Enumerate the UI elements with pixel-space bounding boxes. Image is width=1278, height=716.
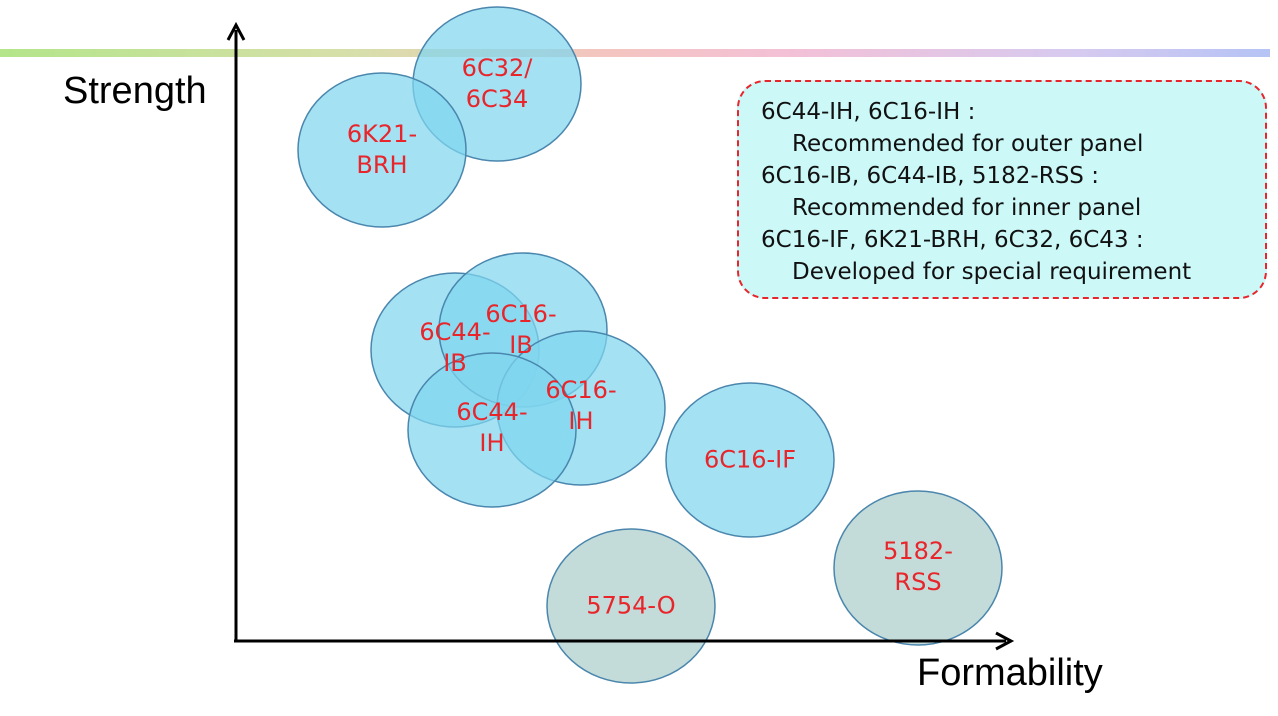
bubble-label-line: IB (443, 349, 467, 377)
legend-group: 6C16-IB, 6C44-IB, 5182-RSS : (761, 163, 1099, 189)
bubble-label-line: 6C34 (465, 85, 529, 113)
bubble-label-line: 5754-O (586, 591, 676, 620)
legend-description: Developed for special requirement (792, 259, 1192, 285)
bubble-layer (297, 6, 1003, 684)
legend-group: 6C16-IF, 6K21-BRH, 6C32, 6C43 : (761, 227, 1144, 253)
bubble-label-5754-o: 5754-O (586, 591, 675, 622)
bubble-label-5182-rss: 5182- RSS (883, 536, 953, 598)
bubble-label-6c44-ih: 6C44- IH (456, 397, 527, 459)
bubble-5182-rss (833, 490, 1003, 646)
bubble-label-line: 5182- (883, 537, 953, 565)
bubble-6c44-ih (407, 352, 577, 508)
y-axis-arrowhead (226, 21, 246, 41)
bubble-label-6c16-if: 6C16-IF (704, 445, 796, 476)
bubble-label-6c32-6c34: 6C32/6C34 (462, 53, 533, 115)
bubble-label-6c16-ib: 6C16- IB (485, 299, 556, 361)
header-gradient-bar (0, 49, 1270, 57)
bubble-label-line: BRH (356, 151, 408, 179)
bubble-label-line: IH (568, 407, 594, 435)
bubble-label-line: 6C32/ (461, 54, 533, 82)
legend-box: 6C44-IH, 6C16-IH : Recommended for outer … (737, 80, 1267, 299)
bubble-label-line: 6C44- (419, 318, 491, 346)
bubble-label-6c16-ih: 6C16- IH (545, 375, 616, 437)
bubble-label-line: 6C16- (485, 300, 557, 328)
x-axis-title: Formability (917, 652, 1103, 694)
bubble-6c16-if (665, 382, 835, 538)
bubble-label-line: IB (509, 331, 533, 359)
bubble-label-line: RSS (894, 568, 942, 596)
legend-description: Recommended for outer panel (792, 131, 1144, 157)
bubble-label-line: 6C44- (456, 398, 528, 426)
bubble-5754-o (546, 528, 716, 684)
legend-group: 6C44-IH, 6C16-IH : (761, 99, 976, 125)
bubble-label-line: 6C16-IF (703, 445, 797, 474)
bubble-label-line: 6C16- (545, 376, 617, 404)
axis-layer (226, 21, 1015, 651)
bubble-6k21-brh (297, 72, 467, 228)
x-axis-arrowhead (995, 631, 1015, 651)
bubble-label-6c44-ib: 6C44- IB (419, 317, 490, 379)
y-axis-title: Strength (63, 70, 207, 112)
bubble-label-6k21-brh: 6K21- BRH (347, 119, 417, 181)
bubble-label-line: IH (479, 429, 505, 457)
legend-description: Recommended for inner panel (792, 195, 1142, 221)
bubble-label-line: 6K21- (346, 120, 418, 148)
